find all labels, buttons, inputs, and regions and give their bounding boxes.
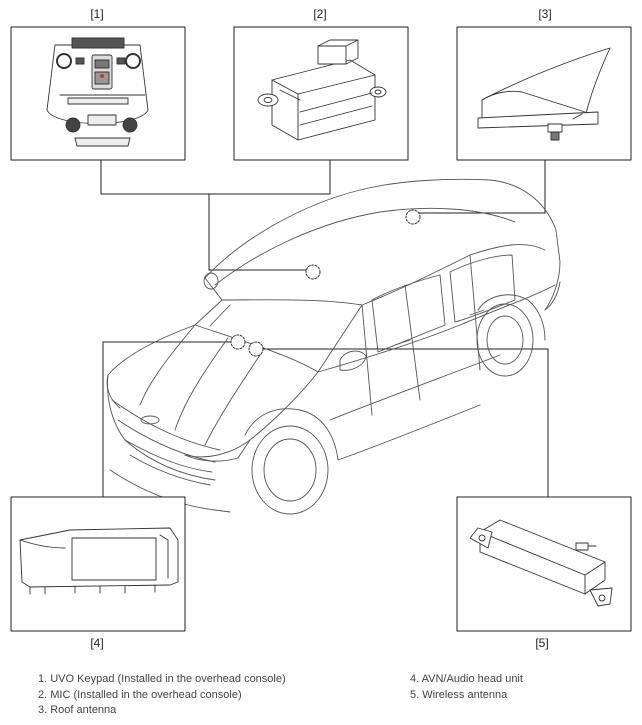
vehicle-outline: [106, 178, 561, 515]
callout-label-3: [3]: [538, 7, 552, 21]
legend-item-4: 4. AVN/Audio head unit: [410, 673, 523, 685]
marker-keypad-mic: [305, 264, 321, 280]
wireless-antenna-illustration: [469, 519, 613, 607]
legend-right: 4. AVN/Audio head unit 5. Wireless anten…: [410, 672, 523, 703]
callout-label-5: [5]: [535, 636, 549, 650]
callout-label-4: [4]: [90, 636, 104, 650]
leader-lines: [100, 159, 549, 498]
avn-head-unit-illustration: [19, 527, 179, 595]
marker-head-unit: [230, 334, 246, 350]
callout-label-1: [1]: [90, 7, 104, 21]
component-location-diagram: [10, 26, 632, 632]
location-markers: [230, 209, 421, 357]
legend-left: 1. UVO Keypad (Installed in the overhead…: [38, 672, 286, 719]
legend-item-2: 2. MIC (Installed in the overhead consol…: [38, 688, 242, 701]
legend-item-1: 1. UVO Keypad (Installed in the overhead…: [38, 673, 286, 685]
legend-item-3: 3. Roof antenna: [38, 704, 117, 716]
legend-item-5: 5. Wireless antenna: [410, 688, 508, 701]
mic-illustration: [257, 39, 387, 141]
uvo-keypad-illustration: [46, 37, 149, 147]
roof-antenna-illustration: [477, 47, 611, 141]
callout-label-2: [2]: [313, 7, 327, 21]
marker-roof-antenna: [405, 209, 421, 225]
marker-wireless-antenna: [248, 341, 264, 357]
